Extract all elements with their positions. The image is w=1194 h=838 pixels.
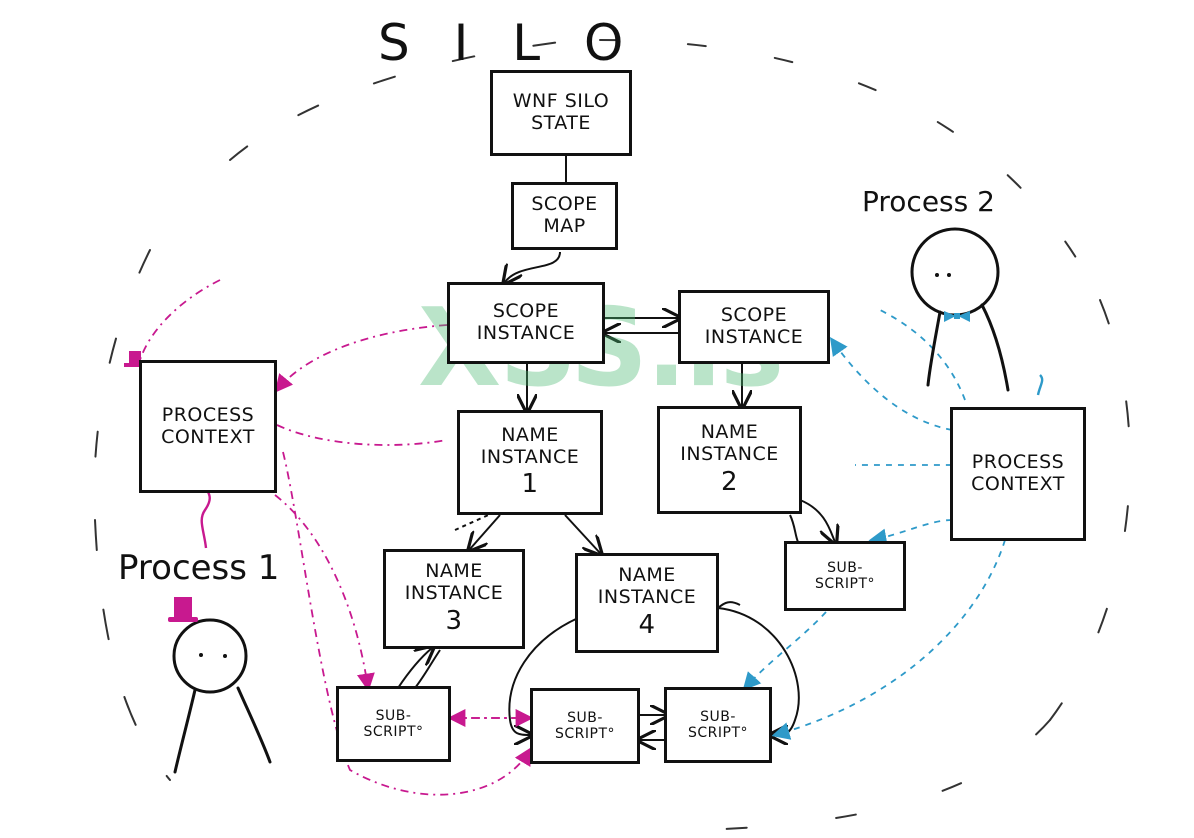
- process1-context-hat-icon: [124, 351, 146, 367]
- process-context-1-line2: CONTEXT: [161, 425, 255, 448]
- process-context-2-line1: PROCESS: [971, 451, 1065, 474]
- name-instance-4-box: NAME INSTANCE 4: [575, 553, 719, 653]
- scope-map-box: SCOPE MAP: [511, 182, 618, 250]
- process2-figure: [910, 227, 1010, 392]
- name-instance-3-line1: NAME: [425, 560, 483, 583]
- subscription-b-line1: SUB-: [375, 707, 412, 724]
- subscription-d-box: SUB- SCRIPT°: [664, 687, 772, 763]
- process-context-1-line1: PROCESS: [161, 403, 255, 426]
- process1-label: Process 1: [118, 548, 280, 588]
- scope-instance-2-line1: SCOPE: [720, 304, 788, 327]
- process-context-2-box: PROCESS CONTEXT: [950, 407, 1086, 541]
- name-instance-3-line2: INSTANCE: [404, 582, 504, 605]
- scope-instance-2-line2: INSTANCE: [704, 326, 804, 348]
- process2-label: Process 2: [862, 185, 995, 218]
- name-instance-3-box: NAME INSTANCE 3: [383, 549, 525, 649]
- process2-bowtie-icon: [944, 311, 970, 322]
- structure-connectors: [397, 155, 835, 740]
- subscription-c-box: SUB- SCRIPT°: [530, 688, 640, 764]
- subscription-b-box: SUB- SCRIPT°: [336, 686, 451, 762]
- subscription-d-line2: SCRIPT°: [687, 725, 748, 741]
- process1-link-curl: [200, 489, 211, 549]
- process1-figure: [172, 618, 272, 774]
- name-instance-1-line1: NAME: [501, 423, 559, 446]
- subscription-a-line2: SCRIPT°: [814, 576, 875, 592]
- process1-links: [139, 279, 534, 796]
- wnf-silo-state-line2: STATE: [531, 112, 591, 134]
- process-context-2-line2: CONTEXT: [971, 473, 1065, 495]
- scope-instance-1-line2: INSTANCE: [476, 322, 576, 344]
- subscription-a-line1: SUB-: [827, 559, 863, 576]
- name-instance-2-line2: INSTANCE: [680, 443, 779, 466]
- name-instance-4-line1: NAME: [618, 564, 676, 587]
- process2-link-curl: [1036, 374, 1044, 396]
- subscription-d-line1: SUB-: [700, 708, 736, 725]
- name-instance-2-line1: NAME: [700, 421, 759, 444]
- subscription-a-box: SUB- SCRIPT°: [784, 541, 906, 611]
- process1-top-hat-icon: [168, 597, 198, 622]
- scope-map-line1: SCOPE: [531, 193, 598, 216]
- subscription-c-line1: SUB-: [567, 709, 603, 726]
- name-instance-2-box: NAME INSTANCE 2: [657, 406, 802, 514]
- silo-label: S I L O: [378, 14, 638, 72]
- name-instance-4-line2: INSTANCE: [597, 586, 697, 609]
- name-instance-3-number: 3: [445, 605, 463, 636]
- name-instance-2-number: 2: [720, 466, 739, 497]
- scope-instance-2-box: SCOPE INSTANCE: [678, 290, 830, 364]
- silo-boundary: [93, 39, 1131, 831]
- wnf-silo-state-line1: WNF SILO: [512, 90, 610, 113]
- name-instance-1-number: 1: [521, 469, 539, 500]
- subscription-c-line2: SCRIPT°: [554, 726, 615, 742]
- scope-instance-1-box: SCOPE INSTANCE: [447, 282, 605, 364]
- process-context-1-box: PROCESS CONTEXT: [139, 360, 277, 493]
- scope-instance-1-line1: SCOPE: [492, 300, 560, 323]
- wnf-silo-state-box: WNF SILO STATE: [490, 70, 632, 156]
- process2-links: [742, 309, 1006, 740]
- name-instance-1-box: NAME INSTANCE 1: [457, 410, 603, 515]
- name-instance-4-number: 4: [638, 609, 656, 640]
- name-instance-1-line2: INSTANCE: [480, 445, 580, 468]
- scope-map-line2: MAP: [543, 215, 586, 237]
- subscription-b-line2: SCRIPT°: [363, 724, 424, 740]
